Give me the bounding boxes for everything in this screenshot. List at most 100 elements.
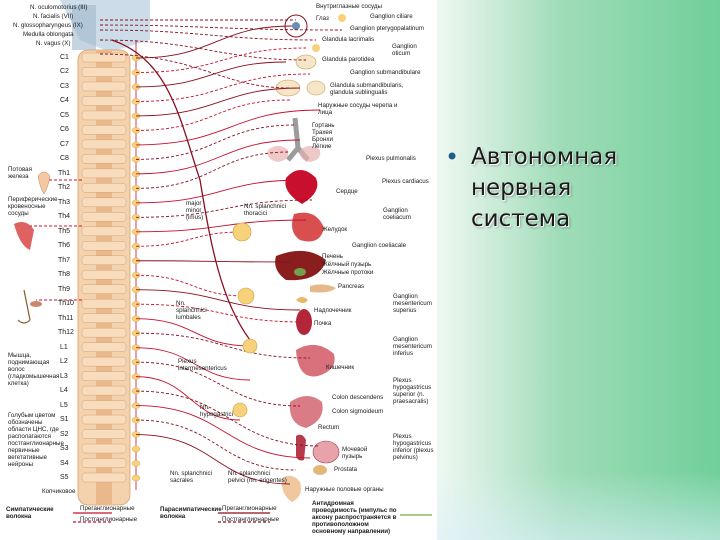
nerve-fiber: [135, 231, 243, 247]
pancreas-organ: [310, 284, 336, 293]
vertebra: [81, 385, 127, 396]
nerve-fiber: [135, 179, 303, 204]
vertebra: [81, 414, 127, 425]
vertebra: [81, 472, 127, 483]
nerve-fiber: [135, 61, 287, 88]
superior-mesenteric-ganglion: [237, 287, 255, 305]
vagus-nerve: [111, 39, 251, 341]
segment-label: L2: [60, 358, 68, 366]
label-major-minor: major minor (imus): [186, 200, 204, 221]
lung-left: [267, 146, 289, 162]
nerve-fibers: [30, 19, 343, 485]
legend-pre2-label: Преганглионарные: [222, 505, 277, 512]
label-ganglion-mes-sup: Ganglion mesentericum superius: [393, 293, 432, 314]
nerve-fiber: [135, 47, 307, 73]
legend-parasympathetic: Парасимпатические волокна: [160, 506, 222, 520]
label-zheludok: Желудок: [322, 226, 348, 233]
segment-label: L4: [60, 387, 68, 395]
bullet-item: • Автономная нервная система: [445, 142, 695, 235]
vertebra: [81, 139, 127, 150]
label-plexus-intermes: Plexus intermesentericus: [178, 358, 227, 372]
nerve-fiber: [135, 376, 241, 421]
segment-label: S4: [60, 459, 69, 467]
nerve-fiber: [135, 347, 251, 381]
legend-antidromic: Антидромная проводимость (импульс по акс…: [312, 500, 397, 535]
label-ganglion-pterygo: Ganglion pterygopalatinum: [350, 25, 424, 32]
prostate-organ: [313, 465, 327, 475]
segment-label: C6: [60, 126, 69, 134]
segment-label: Th4: [58, 213, 71, 221]
label-intraocular: Внутриглазные сосуды: [316, 3, 382, 10]
vertebra: [81, 212, 127, 222]
stomach-organ: [292, 212, 324, 242]
segment-label: S5: [60, 474, 69, 481]
nerve-fiber: [135, 303, 305, 323]
nerve-fiber: [135, 260, 291, 263]
label-facialis: N. facialis (VII): [33, 13, 74, 20]
vertebra: [81, 197, 127, 208]
vertebrae-group: [81, 52, 127, 483]
label-periferic-vessels: Периферические кровеносные сосуды: [8, 196, 58, 217]
vertebra: [81, 154, 127, 164]
segment-label: C5: [60, 111, 69, 119]
label-gray-matter: Голубым цветом обозначены области ЦНС, г…: [8, 412, 64, 468]
vertebra: [81, 96, 127, 106]
label-colon-descendens: Colon descendens: [332, 394, 384, 401]
trunk-ganglion: [131, 460, 141, 467]
vertebra: [81, 400, 127, 410]
segment-label: S2: [60, 430, 69, 438]
kidney-organ: [296, 309, 312, 335]
nerve-fiber: [135, 109, 321, 146]
sympathetic-trunk: [131, 40, 141, 490]
label-ganglion-coeliacum: Ganglion coeliacum: [383, 207, 411, 221]
segment-label: C1: [60, 54, 69, 61]
nerve-fiber: [135, 318, 251, 347]
segment-label: C3: [60, 82, 69, 90]
label-legkie: Лёгкие: [312, 143, 332, 150]
medulla-shape: [72, 5, 96, 50]
segment-label: Th10: [58, 300, 74, 308]
label-plexus-hypogastricus-sup: Plexus hypogastricus superior (n. praesa…: [393, 377, 432, 405]
segment-label: S3: [60, 445, 69, 453]
label-glandula-parotidea: Glandula parotidea: [322, 56, 375, 63]
nerve-fiber: [135, 139, 301, 175]
trunk-ganglion: [131, 474, 141, 482]
label-nn-splanchnici-lumbales: Nn. splanchnici lumbales: [176, 300, 207, 321]
segment-label: Th8: [58, 271, 71, 279]
segment-label: L1: [60, 343, 68, 351]
legend-pre-label: Преганглионарные: [80, 505, 135, 512]
liver-organ: [275, 250, 326, 281]
bladder-organ: [312, 440, 340, 464]
label-nn-hypogastrici: Nn. hypogastrici: [200, 404, 234, 418]
label-potovaya: Потовая железа: [8, 166, 32, 180]
vertebra: [81, 183, 127, 193]
segment-label: C8: [60, 155, 69, 163]
label-medulla: Medulla oblongata: [23, 31, 74, 38]
nerve-fiber: [135, 124, 297, 160]
label-nn-splanchnici-sacrales: Nn. splanchnici sacrales: [170, 470, 212, 484]
nerve-fiber: [135, 25, 293, 59]
nerve-fiber: [135, 405, 311, 459]
label-colon-sigmoideum: Colon sigmoideum: [332, 408, 384, 415]
nerve-fiber: [135, 390, 321, 447]
segment-label: S1: [60, 416, 69, 424]
segment-label: Th11: [58, 314, 74, 322]
segment-label: C4: [60, 97, 69, 105]
vertebra: [81, 110, 127, 121]
vertebra: [81, 342, 127, 352]
label-vessels-head: Наружные сосуды черепа и лица: [318, 102, 398, 116]
ganglion-oticum-shape: [312, 44, 320, 52]
colon-organ: [289, 396, 323, 428]
legend-sympathetic: Симпатические волокна: [6, 506, 54, 520]
label-glandula-submand: Glandula submandibularis, glandula subli…: [330, 82, 404, 96]
rectum-organ: [296, 434, 306, 461]
nerve-fiber: [135, 151, 291, 189]
label-zhelchnye-protoki: Жёлчные протоки: [322, 269, 374, 276]
label-glossopharyngeus: N. glossopharyngeus (IX): [13, 22, 83, 29]
heart-organ: [285, 170, 318, 204]
coeliac-ganglion: [232, 222, 252, 242]
vertebra: [81, 327, 127, 338]
nerve-fiber: [135, 87, 301, 117]
label-pankreas: Pancreas: [338, 283, 365, 290]
nerve-fiber: [135, 361, 301, 407]
